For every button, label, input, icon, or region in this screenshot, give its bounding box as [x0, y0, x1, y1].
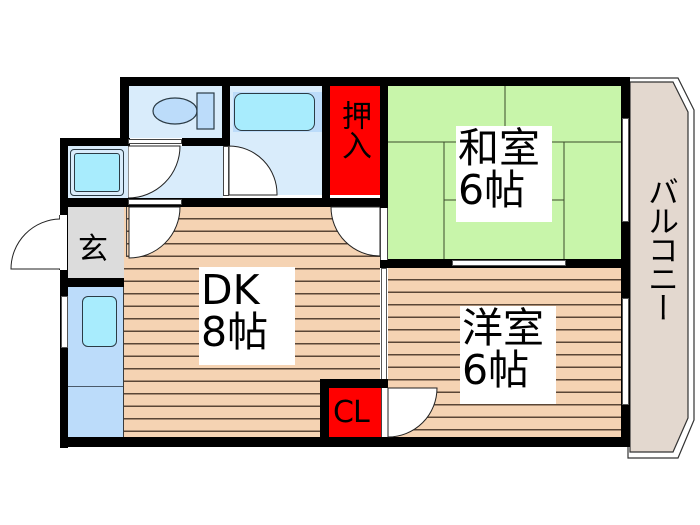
bath-door-frame — [223, 146, 229, 196]
washbasin-bowl-icon — [74, 153, 120, 192]
wall — [322, 77, 330, 202]
washitsu-sliding-door — [452, 260, 566, 266]
wall — [320, 379, 329, 439]
cl-label: CL — [333, 395, 370, 430]
balcony-label: バルコニー — [642, 176, 678, 321]
wall — [380, 202, 388, 208]
washitsu-window — [622, 118, 629, 222]
yoshitsu-door-frame — [381, 388, 388, 437]
dk-partition-line — [380, 208, 388, 260]
kitchen-window — [61, 296, 68, 348]
wall — [380, 77, 388, 202]
yoshitsu-window — [622, 298, 629, 405]
washitsu-label-box: 和室 6帖 — [456, 126, 552, 222]
wall — [60, 437, 630, 447]
oshiire-label: 押入 — [336, 100, 371, 160]
wall — [222, 77, 230, 143]
oshiire-closet — [330, 86, 381, 195]
wall — [120, 77, 129, 145]
sink-icon — [82, 296, 117, 347]
bathtub-basin-icon — [234, 93, 315, 131]
yoshitsu-size: 6帖 — [462, 345, 530, 394]
dk-name: DK — [201, 266, 260, 314]
counter-divider — [68, 386, 124, 387]
wall — [120, 138, 130, 146]
yoshitsu-label-box: 洋室 6帖 — [460, 306, 556, 404]
wall — [320, 379, 388, 388]
dk-partition — [124, 207, 127, 257]
genkan — [68, 207, 124, 278]
dk-door-gap — [128, 199, 182, 205]
wall — [60, 138, 128, 146]
wall — [60, 138, 68, 448]
yoshitsu-room — [388, 268, 621, 437]
yoshitsu-name: 洋室 — [462, 304, 544, 352]
washitsu-size: 6帖 — [458, 165, 526, 214]
dk-label-box: DK 8帖 — [199, 267, 295, 365]
genkan-label: 玄 — [78, 232, 108, 267]
wall — [60, 198, 390, 207]
wall — [60, 278, 124, 287]
washitsu-name: 和室 — [458, 124, 540, 172]
toilet-door-gap — [128, 139, 182, 144]
wall — [182, 138, 230, 146]
dk-size: 8帖 — [201, 307, 269, 356]
cl-closet — [329, 388, 381, 437]
counter-edge — [123, 287, 124, 437]
wall — [120, 77, 630, 86]
